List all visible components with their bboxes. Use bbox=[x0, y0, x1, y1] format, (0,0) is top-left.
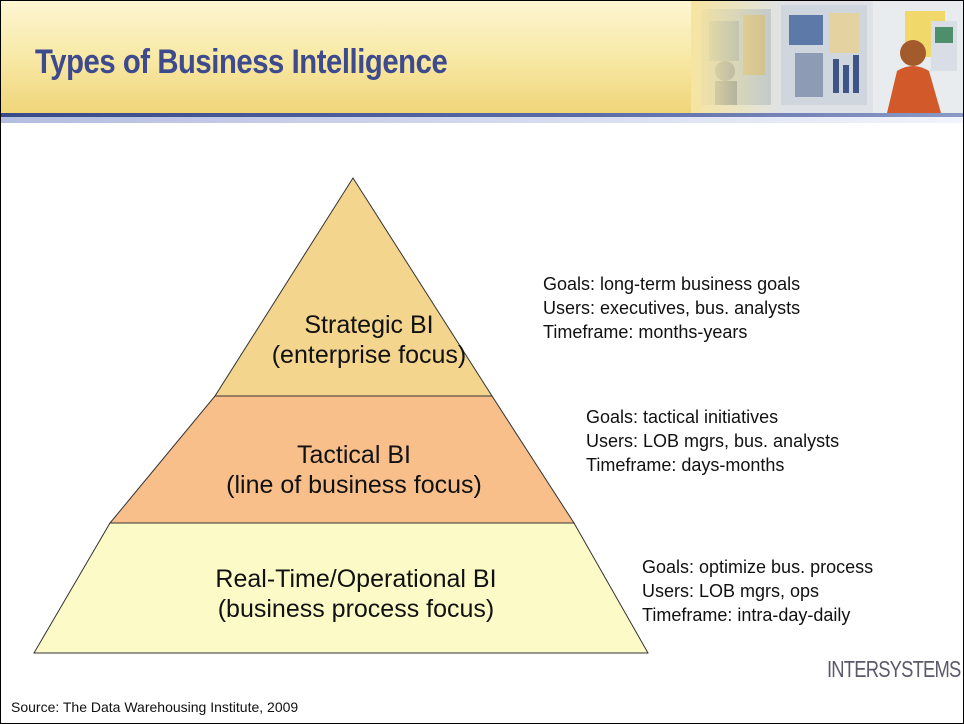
tier-focus: (enterprise focus) bbox=[271, 340, 467, 369]
tier-description-tactical: Goals: tactical initiatives Users: LOB m… bbox=[586, 405, 839, 477]
tier-focus: (line of business focus) bbox=[226, 470, 482, 499]
header-rule-shadow bbox=[1, 117, 963, 123]
tier-goals: Goals: long-term business goals bbox=[543, 274, 801, 294]
tier-label-operational: Real-Time/Operational BI (business proce… bbox=[121, 565, 591, 624]
tier-goals: Goals: optimize bus. process bbox=[642, 557, 874, 577]
tier-label-tactical: Tactical BI (line of business focus) bbox=[149, 441, 559, 500]
intersystems-logo: INTERSYSTEMS bbox=[827, 656, 961, 682]
tier-users: Users: LOB mgrs, ops bbox=[642, 581, 820, 601]
pyramid-tier-operational bbox=[33, 522, 649, 654]
tier-focus: (business process focus) bbox=[217, 594, 495, 623]
tier-timeframe: Timeframe: months-years bbox=[543, 322, 748, 342]
source-citation: Source: The Data Warehousing Institute, … bbox=[11, 699, 299, 715]
tier-label-strategic: Strategic BI (enterprise focus) bbox=[249, 311, 489, 370]
tier-timeframe: Timeframe: intra-day-daily bbox=[642, 605, 851, 625]
header-illustration bbox=[691, 1, 963, 113]
tier-description-operational: Goals: optimize bus. process Users: LOB … bbox=[642, 555, 873, 627]
tier-timeframe: Timeframe: days-months bbox=[586, 455, 785, 475]
header-rule bbox=[1, 113, 963, 117]
tier-users: Users: LOB mgrs, bus. analysts bbox=[586, 431, 840, 451]
tier-description-strategic: Goals: long-term business goals Users: e… bbox=[543, 272, 800, 344]
slide-title: Types of Business Intelligence bbox=[35, 43, 448, 81]
tier-name: Tactical BI bbox=[297, 441, 411, 469]
tier-name: Strategic BI bbox=[304, 311, 434, 339]
tier-name: Real-Time/Operational BI bbox=[215, 565, 497, 593]
tier-goals: Goals: tactical initiatives bbox=[586, 407, 779, 427]
tier-users: Users: executives, bus. analysts bbox=[543, 298, 801, 318]
